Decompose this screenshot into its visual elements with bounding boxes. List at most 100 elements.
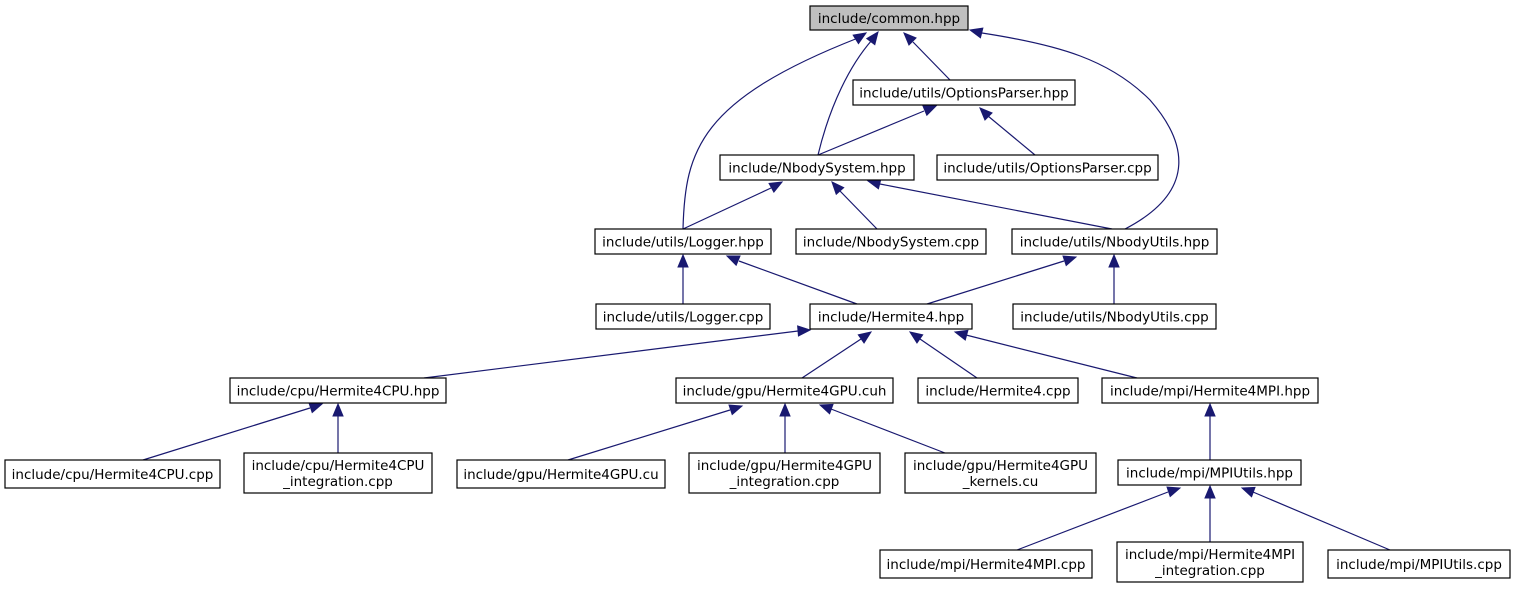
edge-hermite4-cpp-to-hermite4-hpp bbox=[908, 331, 978, 379]
edges-layer bbox=[142, 27, 1391, 551]
edge-line bbox=[423, 330, 799, 379]
node-nbody-system-hpp[interactable]: include/NbodySystem.hpp bbox=[719, 154, 915, 181]
arrowhead bbox=[857, 331, 873, 344]
node-box[interactable] bbox=[595, 303, 771, 330]
node-label: include/utils/NbodyUtils.cpp bbox=[1020, 310, 1208, 326]
arrowhead bbox=[831, 181, 845, 196]
node-box[interactable] bbox=[809, 303, 973, 330]
node-mpiutils-hpp[interactable]: include/mpi/MPIUtils.hpp bbox=[1117, 459, 1302, 486]
node-hermite4-cpp[interactable]: include/Hermite4.cpp bbox=[917, 377, 1079, 404]
arrowhead bbox=[908, 331, 924, 344]
edge-line bbox=[965, 334, 1138, 379]
edge-mpiutils-cpp-to-mpiutils-hpp bbox=[1240, 486, 1391, 551]
node-label: include/common.hpp bbox=[818, 11, 960, 27]
node-label: include/cpu/Hermite4CPU bbox=[252, 458, 425, 474]
node-box[interactable] bbox=[1117, 459, 1302, 486]
node-nbody-system-cpp[interactable]: include/NbodySystem.cpp bbox=[795, 228, 987, 255]
node-label: _integration.cpp bbox=[282, 474, 393, 490]
edge-nbody-utils-hpp-to-nbody-system-hpp bbox=[866, 178, 1113, 230]
node-options-parser-cpp[interactable]: include/utils/OptionsParser.cpp bbox=[936, 154, 1159, 181]
node-box[interactable] bbox=[809, 5, 969, 31]
node-hermite4cpu-cpp[interactable]: include/cpu/Hermite4CPU.cpp bbox=[4, 459, 221, 489]
node-box[interactable] bbox=[1327, 549, 1511, 579]
node-options-parser-hpp[interactable]: include/utils/OptionsParser.hpp bbox=[852, 79, 1076, 106]
node-hermite4gpu-kernels-cu[interactable]: include/gpu/Hermite4GPU_kernels.cu bbox=[904, 452, 1097, 494]
node-nbody-utils-hpp[interactable]: include/utils/NbodyUtils.hpp bbox=[1011, 228, 1218, 255]
node-box[interactable] bbox=[4, 459, 221, 489]
node-box[interactable] bbox=[456, 459, 666, 489]
node-box[interactable] bbox=[229, 377, 447, 404]
node-box[interactable] bbox=[1116, 541, 1304, 583]
node-hermite4gpu-integration-cpp[interactable]: include/gpu/Hermite4GPU_integration.cpp bbox=[688, 452, 881, 494]
node-box[interactable] bbox=[936, 154, 1159, 181]
node-box[interactable] bbox=[719, 154, 915, 181]
arrowhead bbox=[968, 27, 984, 39]
node-box[interactable] bbox=[243, 452, 433, 494]
node-box[interactable] bbox=[1011, 228, 1218, 255]
node-label: include/NbodySystem.hpp bbox=[728, 161, 905, 177]
node-label: include/gpu/Hermite4GPU.cu bbox=[463, 467, 658, 483]
edge-hermite4mpi-integration-cpp-to-mpiutils-hpp bbox=[1204, 484, 1216, 542]
node-label: include/gpu/Hermite4GPU bbox=[697, 458, 872, 474]
edge-line bbox=[879, 183, 1113, 230]
edge-hermite4gpu-integration-cpp-to-hermite4gpu-cuh bbox=[779, 402, 791, 453]
node-label: include/utils/OptionsParser.cpp bbox=[943, 161, 1151, 177]
node-hermite4mpi-integration-cpp[interactable]: include/mpi/Hermite4MPI_integration.cpp bbox=[1116, 541, 1304, 583]
node-label: include/mpi/Hermite4MPI.hpp bbox=[1110, 384, 1310, 400]
node-label: include/utils/NbodyUtils.hpp bbox=[1020, 235, 1210, 251]
arrowhead bbox=[1062, 255, 1078, 267]
arrowhead bbox=[922, 105, 938, 117]
node-label: include/Hermite4.hpp bbox=[818, 310, 964, 326]
arrowhead bbox=[677, 253, 689, 268]
node-label: _kernels.cu bbox=[962, 474, 1039, 490]
node-box[interactable] bbox=[852, 79, 1076, 106]
node-box[interactable] bbox=[675, 377, 894, 404]
arrowhead bbox=[797, 325, 812, 337]
edge-line bbox=[567, 409, 731, 461]
node-label: include/mpi/Hermite4MPI.cpp bbox=[887, 557, 1086, 573]
node-label: include/utils/Logger.cpp bbox=[603, 310, 764, 326]
edge-nbody-system-hpp-to-common-hpp bbox=[817, 30, 879, 156]
node-box[interactable] bbox=[594, 228, 772, 255]
edge-logger-hpp-to-common-hpp bbox=[682, 32, 868, 230]
node-logger-cpp[interactable]: include/utils/Logger.cpp bbox=[595, 303, 771, 330]
edge-nbody-system-cpp-to-nbody-system-hpp bbox=[831, 181, 878, 230]
node-box[interactable] bbox=[879, 549, 1093, 579]
node-hermite4cpu-hpp[interactable]: include/cpu/Hermite4CPU.hpp bbox=[229, 377, 447, 404]
node-hermite4-hpp[interactable]: include/Hermite4.hpp bbox=[809, 303, 973, 330]
node-common-hpp[interactable]: include/common.hpp bbox=[809, 5, 969, 31]
node-label: _integration.cpp bbox=[1154, 563, 1265, 579]
node-logger-hpp[interactable]: include/utils/Logger.hpp bbox=[594, 228, 772, 255]
arrowhead bbox=[903, 32, 917, 46]
node-label: include/mpi/MPIUtils.hpp bbox=[1126, 466, 1293, 482]
edge-line bbox=[682, 37, 859, 230]
node-box[interactable] bbox=[1012, 303, 1217, 330]
node-label: include/Hermite4.cpp bbox=[925, 384, 1070, 400]
arrowhead bbox=[1204, 484, 1216, 499]
node-box[interactable] bbox=[795, 228, 987, 255]
node-hermite4gpu-cuh[interactable]: include/gpu/Hermite4GPU.cuh bbox=[675, 377, 894, 404]
node-label: include/mpi/MPIUtils.cpp bbox=[1336, 557, 1502, 573]
node-nbody-utils-cpp[interactable]: include/utils/NbodyUtils.cpp bbox=[1012, 303, 1217, 330]
node-hermite4cpu-integration-cpp[interactable]: include/cpu/Hermite4CPU_integration.cpp bbox=[243, 452, 433, 494]
arrowhead bbox=[1240, 486, 1256, 498]
node-hermite4mpi-hpp[interactable]: include/mpi/Hermite4MPI.hpp bbox=[1101, 377, 1319, 404]
node-hermite4gpu-cu[interactable]: include/gpu/Hermite4GPU.cu bbox=[456, 459, 666, 489]
edge-nbody-system-hpp-to-options-parser-hpp bbox=[817, 105, 938, 156]
edge-line bbox=[830, 408, 946, 454]
node-box[interactable] bbox=[917, 377, 1079, 404]
edge-line bbox=[1016, 491, 1169, 551]
node-label: _integration.cpp bbox=[729, 474, 840, 490]
edge-hermite4gpu-cuh-to-hermite4-hpp bbox=[801, 331, 873, 379]
node-box[interactable] bbox=[904, 452, 1097, 494]
edge-logger-cpp-to-logger-hpp bbox=[677, 253, 689, 304]
edge-logger-hpp-to-nbody-system-hpp bbox=[682, 181, 784, 230]
node-label: include/utils/Logger.hpp bbox=[602, 235, 764, 251]
edge-line bbox=[987, 115, 1036, 156]
node-box[interactable] bbox=[688, 452, 881, 494]
edge-options-parser-cpp-to-options-parser-hpp bbox=[979, 107, 1036, 156]
node-box[interactable] bbox=[1101, 377, 1319, 404]
node-mpiutils-cpp[interactable]: include/mpi/MPIUtils.cpp bbox=[1327, 549, 1511, 579]
node-hermite4mpi-cpp[interactable]: include/mpi/Hermite4MPI.cpp bbox=[879, 549, 1093, 579]
edge-line bbox=[912, 41, 951, 81]
